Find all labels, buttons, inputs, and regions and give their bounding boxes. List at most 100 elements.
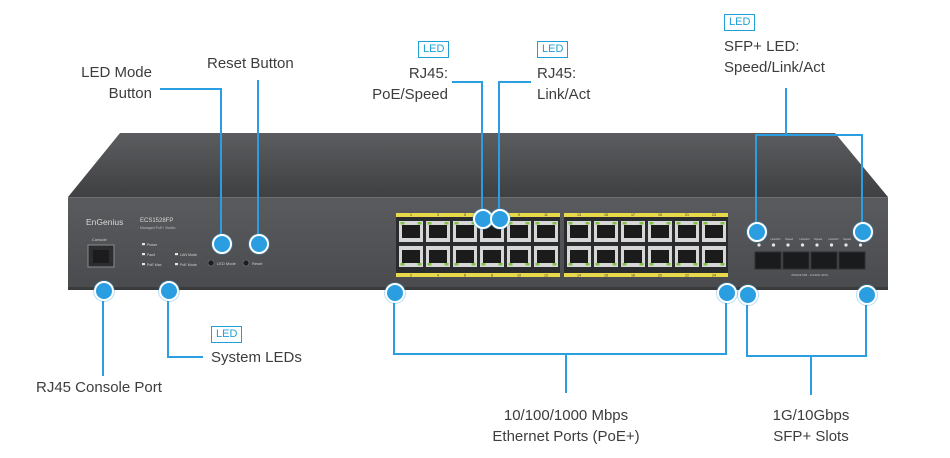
- sfp-led-indicator: [815, 243, 819, 247]
- sfp-led-label: Link/Act: [829, 237, 839, 241]
- callout-rj45-link-act: RJ45: Link/Act: [537, 63, 590, 105]
- port-number: 8: [491, 274, 493, 278]
- led-tag-sfp: LED: [724, 14, 756, 31]
- led-mode-button-hole: [207, 259, 215, 267]
- reset-button-label: Reset: [252, 261, 263, 266]
- sfp-led-indicator: [786, 243, 790, 247]
- sfp-led-label: Link/Act: [771, 237, 781, 241]
- sfp-led-label: Link/Act: [800, 237, 810, 241]
- callout-sfp-led-line1: SFP+ LED:: [724, 38, 800, 55]
- port-block-right: [564, 213, 728, 277]
- port-number: 17: [631, 213, 635, 217]
- port-number: 6: [464, 274, 466, 278]
- callout-console-port: RJ45 Console Port: [36, 379, 162, 396]
- port-number: 13: [577, 213, 581, 217]
- callout-link-act-line1: RJ45:: [537, 65, 577, 82]
- system-led-indicator: [142, 253, 145, 256]
- reset-button-hole: [242, 259, 250, 267]
- callout-rj45-poe-speed: RJ45: PoE/Speed: [340, 63, 448, 105]
- ethernet-ports-group: [399, 221, 726, 267]
- port-number: 20: [658, 274, 662, 278]
- port-number: 22: [685, 274, 689, 278]
- sfp-slots-marker-left: [738, 285, 758, 305]
- port-numbers-group: 135791113151719212324681012141618202224: [410, 213, 716, 278]
- system-led-label: PoE Max: [147, 263, 162, 267]
- led-tag-poe-speed: LED: [418, 41, 450, 58]
- led-tag-link-act: LED: [537, 41, 569, 58]
- sfp-led-marker-left: [747, 222, 767, 242]
- callout-sfp-led-line2: Speed/Link/Act: [724, 59, 825, 76]
- sfp-bottom-label: 25/26/27/28 - 1G/10G SFP+: [791, 273, 829, 277]
- sfp-led-label: Speed: [814, 237, 823, 241]
- port-number: 1: [410, 213, 412, 217]
- callout-ethernet-line1: 10/100/1000 Mbps: [503, 407, 629, 424]
- callout-sfp-slots-line1: 1G/10Gbps: [772, 407, 850, 424]
- callout-led-mode-line2: Button: [108, 85, 152, 102]
- sfp-led-indicator: [757, 243, 761, 247]
- sfp-led-label: Speed: [785, 237, 794, 241]
- port-number: 5: [464, 213, 466, 217]
- led-mode-button-label: LED Mode: [217, 261, 237, 266]
- brand-logo: EnGenius: [86, 217, 123, 227]
- callout-sfp-slots-line2: SFP+ Slots: [773, 428, 849, 445]
- model-text: ECS1528FP: [140, 218, 173, 224]
- callout-link-act-line2: Link/Act: [537, 86, 591, 103]
- callout-ethernet-line2: Ethernet Ports (PoE+): [492, 428, 640, 445]
- callout-sfp-slots: 1G/10Gbps SFP+ Slots: [756, 405, 866, 447]
- port-number: 9: [518, 213, 520, 217]
- sfp-led-indicator: [771, 243, 776, 247]
- reset-button-marker: [249, 234, 269, 254]
- port-number: 2: [410, 274, 412, 278]
- model-subtitle: Managed PoE+ Switch: [140, 226, 176, 230]
- callout-sfp-led: SFP+ LED: Speed/Link/Act: [724, 36, 825, 78]
- port-number: 18: [631, 274, 635, 278]
- system-led-label: Fault: [147, 253, 155, 257]
- callout-poe-speed-line1: RJ45:: [408, 65, 448, 82]
- system-leds-marker: [159, 281, 179, 301]
- callout-reset-button: Reset Button: [207, 55, 294, 72]
- port-number: 3: [437, 213, 439, 217]
- sfp-led-label: Speed: [843, 237, 852, 241]
- ethernet-ports-marker-left: [385, 283, 405, 303]
- system-led-indicator: [142, 263, 145, 266]
- chassis-top: [68, 133, 888, 197]
- port-number: 11: [544, 213, 548, 217]
- sfp-slot-1: [754, 251, 782, 270]
- system-led-indicator: [175, 263, 178, 266]
- led-tag-system: LED: [211, 326, 243, 343]
- port-number: 16: [604, 274, 608, 278]
- sfp-slot-2: [782, 251, 810, 270]
- port-number: 4: [437, 274, 439, 278]
- callout-poe-speed-line2: PoE/Speed: [372, 86, 448, 103]
- sfp-led-indicator: [800, 243, 805, 247]
- port-number: 14: [577, 274, 581, 278]
- sfp-led-indicator: [858, 243, 863, 247]
- system-led-label: PoE Mode: [180, 263, 197, 267]
- console-port-marker: [94, 281, 114, 301]
- sfp-led-indicator: [829, 243, 834, 247]
- port-number: 21: [685, 213, 689, 217]
- port-number: 10: [517, 274, 521, 278]
- callout-led-mode-line1: LED Mode: [81, 64, 152, 81]
- callout-system-leds: System LEDs: [211, 349, 302, 366]
- port-number: 23: [712, 213, 716, 217]
- system-led-indicator: [142, 243, 145, 246]
- sfp-led-indicator: [844, 243, 848, 247]
- port-number: 24: [712, 274, 716, 278]
- callout-lines: [102, 80, 867, 395]
- sfp-slot-4: [838, 251, 866, 270]
- sfp-leds-group: SpeedLink/ActSpeedLink/ActSpeedLink/ActS…: [756, 237, 868, 247]
- led-mode-button-marker: [212, 234, 232, 254]
- console-label: Console: [92, 237, 107, 242]
- system-led-label: LAN Mode: [180, 253, 197, 257]
- port-number: 12: [544, 274, 548, 278]
- sfp-slot-3: [810, 251, 838, 270]
- system-led-indicator: [175, 253, 178, 256]
- port-number: 19: [658, 213, 662, 217]
- sfp-led-marker-right: [853, 222, 873, 242]
- callout-ethernet-ports: 10/100/1000 Mbps Ethernet Ports (PoE+): [466, 405, 666, 447]
- rj45-link-act-led-marker: [490, 209, 510, 229]
